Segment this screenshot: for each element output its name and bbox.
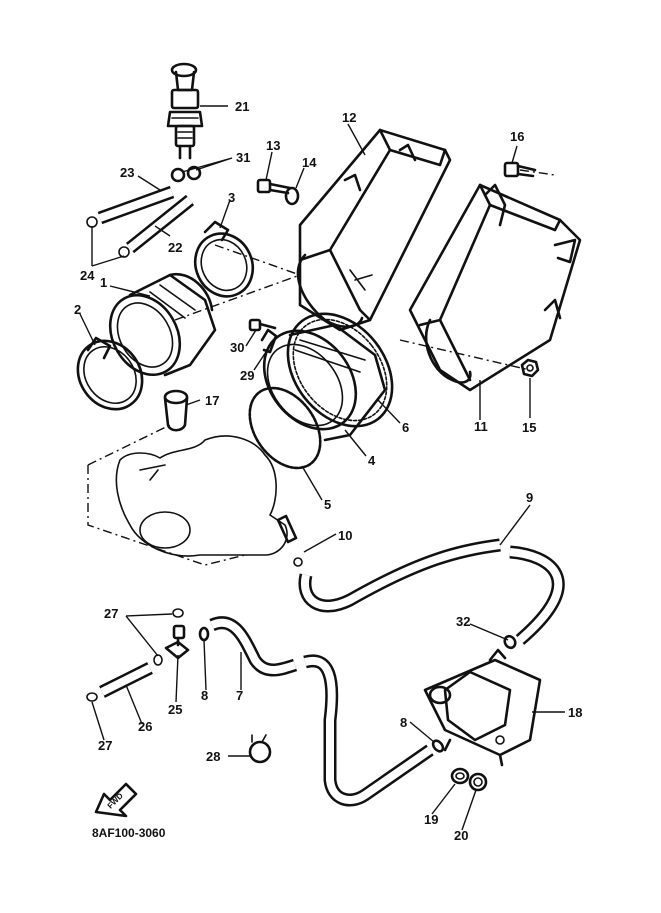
- diagram-code: 8AF100-3060: [92, 826, 166, 840]
- callout-4: 4: [368, 453, 376, 468]
- part-1-joint: [108, 272, 217, 377]
- callout-31: 31: [236, 150, 250, 165]
- fwd-arrow-icon: FWD: [94, 782, 138, 818]
- part-4-frame: [262, 323, 387, 442]
- callout-30: 30: [230, 340, 244, 355]
- callout-9: 9: [526, 490, 533, 505]
- part-6-filter: [286, 312, 394, 428]
- callout-32: 32: [456, 614, 470, 629]
- part-22-hose: [125, 194, 195, 254]
- callout-2: 2: [74, 302, 81, 317]
- engine-outline: [87, 244, 301, 566]
- callout-28: 28: [206, 749, 220, 764]
- callout-7: 7: [236, 688, 243, 703]
- callout-26: 26: [138, 719, 152, 734]
- callout-13: 13: [266, 138, 280, 153]
- callout-11: 11: [474, 419, 488, 434]
- part-11-airbox: [399, 169, 582, 392]
- part-18-pump: [423, 648, 542, 767]
- part-5-ring: [248, 386, 322, 470]
- callout-23: 23: [120, 165, 134, 180]
- part-32-clip: [503, 634, 517, 650]
- part-29-clip: [260, 328, 278, 354]
- part-7-hose: [209, 616, 434, 807]
- callout-24: 24: [80, 268, 95, 283]
- part-25-union: [164, 624, 190, 660]
- part-28-clamp: [248, 734, 272, 764]
- part-9-hose: [298, 538, 565, 645]
- callout-27-lower: 27: [98, 738, 112, 753]
- callout-numbers: 21 31 23 22 24 3 1 2 13 14 12 16 30 29 1…: [74, 99, 582, 843]
- callout-20: 20: [454, 828, 468, 843]
- callout-15: 15: [522, 420, 536, 435]
- callout-19: 19: [424, 812, 438, 827]
- part-12-airbox-lid: [296, 128, 452, 332]
- part-2-clamp: [76, 336, 144, 411]
- part-15-nut: [520, 358, 540, 378]
- part-3-clamp: [193, 220, 255, 298]
- callout-1: 1: [100, 275, 107, 290]
- callout-10: 10: [338, 528, 352, 543]
- part-16-bolt: [503, 161, 537, 178]
- part-17-cap: [163, 389, 189, 432]
- callout-5: 5: [324, 497, 331, 512]
- part-24-clips: [86, 216, 130, 258]
- leader-lines: [79, 105, 565, 831]
- part-26-hose: [99, 662, 153, 698]
- part-27-clip-lower: [86, 692, 98, 702]
- callout-25: 25: [168, 702, 182, 717]
- callout-6: 6: [402, 420, 409, 435]
- callout-18: 18: [568, 705, 582, 720]
- part-23-hose: [97, 185, 175, 225]
- part-20-collar: [468, 772, 488, 792]
- callout-3: 3: [228, 190, 235, 205]
- callout-27-upper: 27: [104, 606, 118, 621]
- callout-8-right: 8: [400, 715, 407, 730]
- callout-22: 22: [168, 240, 182, 255]
- callout-29: 29: [240, 368, 254, 383]
- part-8-clip-left: [198, 626, 210, 642]
- callout-8-left: 8: [201, 688, 208, 703]
- callout-17: 17: [205, 393, 219, 408]
- part-13-bolt: [256, 178, 292, 195]
- callout-12: 12: [342, 110, 356, 125]
- part-30-screw: [248, 318, 277, 332]
- part-19-grommet: [450, 767, 470, 785]
- callout-14: 14: [302, 155, 317, 170]
- part-14-washer: [284, 186, 300, 206]
- part-31-clips: [170, 165, 202, 183]
- callout-21: 21: [235, 99, 249, 114]
- part-21-sensor: [166, 62, 204, 160]
- callout-16: 16: [510, 129, 524, 144]
- part-10-clip: [276, 514, 303, 567]
